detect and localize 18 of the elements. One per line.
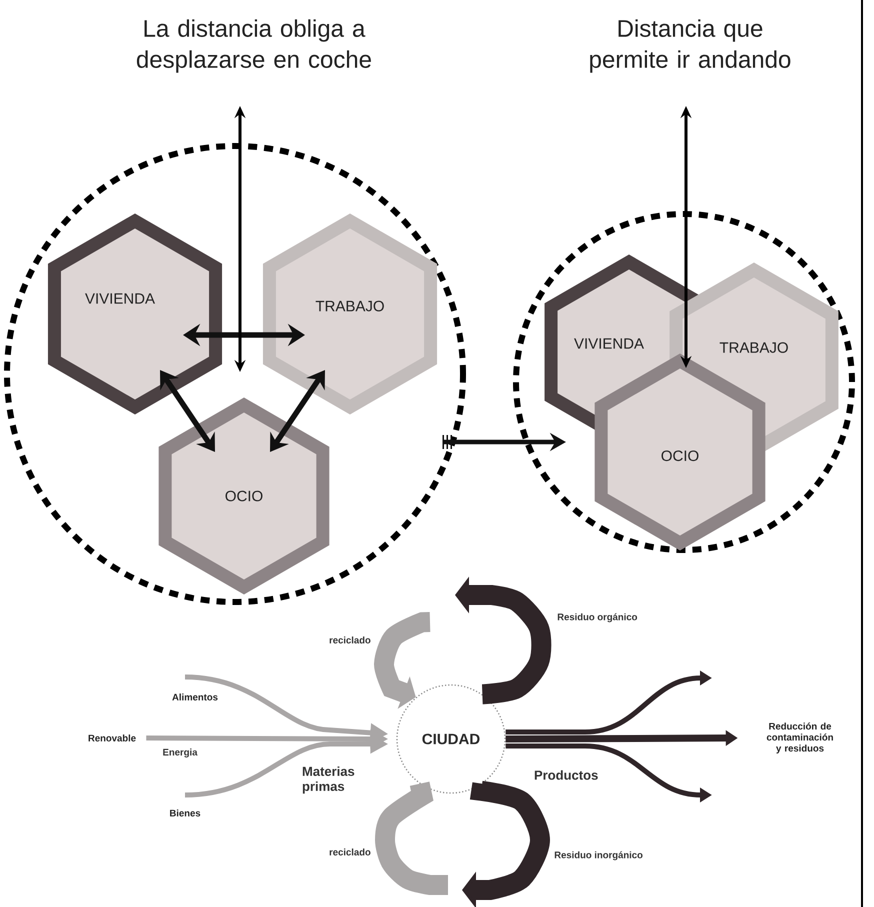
flow-label: Renovable	[88, 734, 136, 742]
edge-label: Energia	[163, 748, 198, 758]
node-label: OCIO	[662, 450, 698, 462]
node-label: VIVIENDA	[574, 338, 644, 349]
flow-label: Reducción de contaminación y residuos	[766, 722, 833, 754]
heading-text: La distancia obliga a desplazarse en coche	[136, 19, 371, 73]
flow-label: Bienes	[170, 810, 200, 816]
label-text: Productos	[534, 770, 598, 780]
flow-label: Alimentos	[172, 694, 218, 700]
dashed-circle	[4, 143, 466, 605]
loop-arrow	[462, 780, 550, 907]
edge-label: Residuo orgánico	[558, 613, 638, 622]
dashed-circle	[513, 211, 855, 553]
edge-label: reciclado	[330, 848, 370, 856]
edge-label: reciclado	[330, 636, 370, 644]
heading-text: Distancia que permite ir andando	[590, 19, 790, 73]
edge-label: Residuo inorgánico	[554, 851, 642, 860]
label-text: Materias primas	[302, 766, 354, 794]
